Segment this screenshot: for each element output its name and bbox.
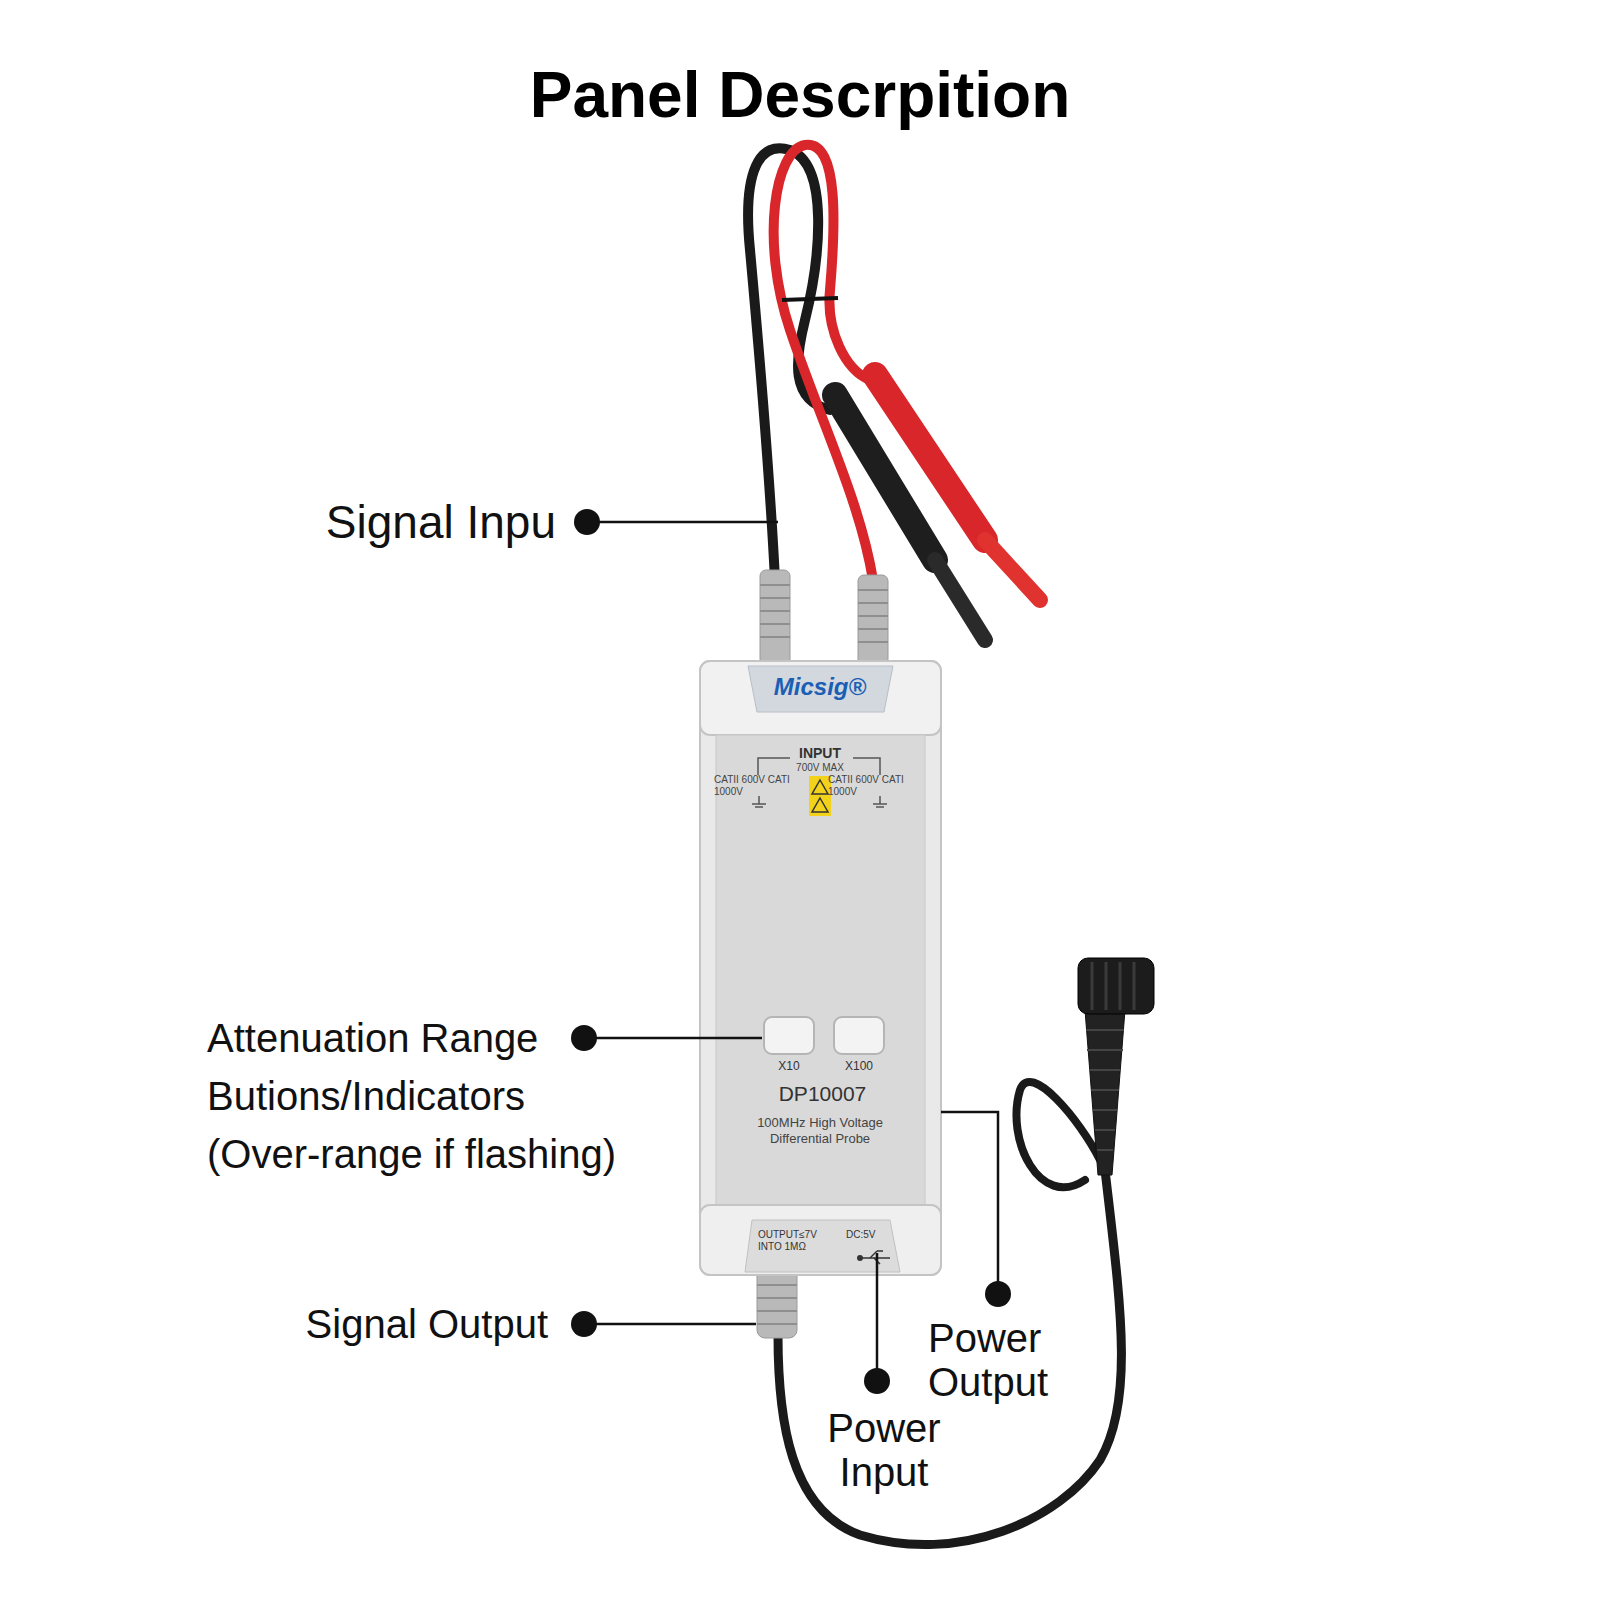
model-number: DP10007 [750, 1081, 895, 1106]
input-label: INPUT [780, 745, 860, 762]
callout-label: Signal Output [148, 1300, 548, 1348]
max-voltage: 700V MAX [770, 762, 870, 774]
callout-label: Signal Inpu [156, 494, 556, 550]
button-label: X10 [764, 1059, 814, 1073]
callout-label: Power Output [928, 1316, 1073, 1404]
callout-label: Attenuation Range Butions/Indicators (Ov… [207, 1009, 647, 1183]
category-rating: CATII 600V CATI 1000V [828, 774, 906, 798]
category-rating: CATII 600V CATI 1000V [714, 774, 792, 798]
title: Panel Descrpition [0, 58, 1600, 132]
product-description: 100MHz High Voltage Differential Probe [730, 1115, 910, 1146]
power-rating: DC:5V [846, 1229, 896, 1241]
brand-logo: Micsig® [740, 673, 900, 702]
probe-body: Micsig® INPUT700V MAXCATII 600V CATI 1000… [700, 661, 941, 1275]
output-rating: OUTPUT≤7V INTO 1MΩ [758, 1229, 842, 1253]
button-label: X100 [834, 1059, 884, 1073]
callout-label: Power Input [814, 1406, 954, 1494]
